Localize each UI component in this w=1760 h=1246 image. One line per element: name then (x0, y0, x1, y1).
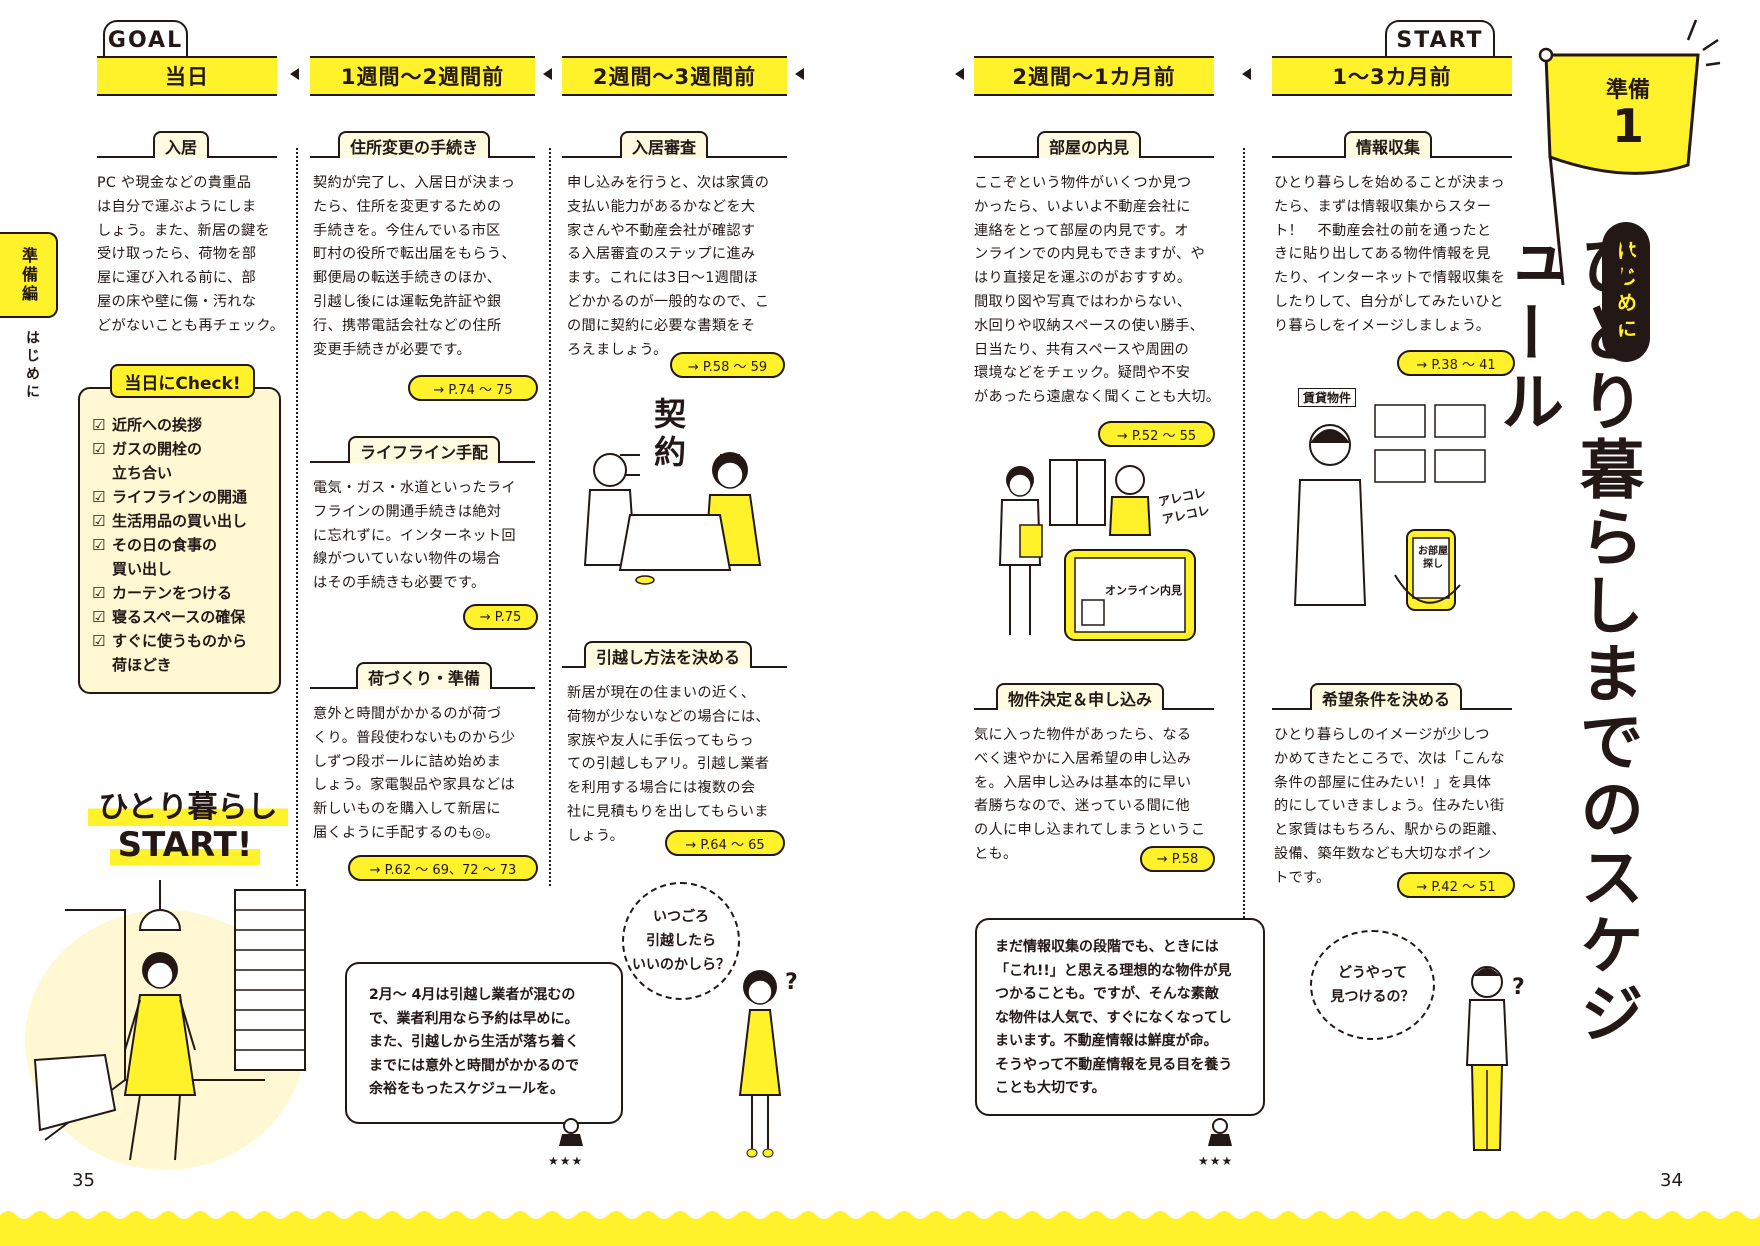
header-2-3-weeks: 2週間～3週間前 (562, 56, 787, 96)
arrow-left-icon (290, 68, 299, 80)
section-body-nyukyo: PC や現金などの貴重品 は自分で運ぶようにしま しょう。また、新居の鍵を 受け… (97, 175, 285, 334)
online-viewing-label: オンライン内見 (1105, 584, 1182, 597)
man-question-illustration (1465, 966, 1509, 1151)
section-title-shinsa: 入居審査 (620, 131, 709, 158)
arrow-left-icon (543, 68, 552, 80)
flag-number: 1 (1611, 99, 1644, 153)
section-body-jusho: 契約が完了し、入居日が決まっ たら、住所を変更するための 手続きを。今住んでいる… (313, 175, 516, 358)
flag-icon (1538, 19, 1721, 286)
checklist-item: ライフラインの開通 (92, 485, 279, 509)
section-title-kibou: 希望条件を決める (1310, 683, 1463, 710)
page-ref-hikkoshi[interactable]: → P.64 ～ 65 (665, 830, 785, 856)
column-divider (549, 148, 551, 886)
section-title-hikkoshi: 引越し方法を決める (584, 641, 753, 668)
page-number-left: 35 (72, 1170, 95, 1191)
page-ref-kibou[interactable]: → P.42 ～ 51 (1397, 872, 1515, 898)
contract-illustration (583, 452, 762, 585)
section-body-joho: ひとり暮らしを始めることが決まっ たら、まずは情報収集からスター ト！ 不動産会… (1274, 175, 1506, 334)
section-body-naiken: ここぞという物件がいくつか見つ かったら、いよいよ不動産会社に 連絡をとって部屋… (974, 175, 1221, 406)
arrow-left-icon (795, 68, 804, 80)
thought-bubble-right: どうやって 見つけるの？ (1310, 930, 1435, 1040)
page-ref-shinsa[interactable]: → P.58 ～ 59 (670, 352, 785, 378)
advisor-icon (1208, 1118, 1232, 1146)
start-label-line1: ひとり暮らし (88, 782, 288, 826)
goal-tab: GOAL (103, 20, 188, 58)
section-body-lifeline: 電気・ガス・水道といったライ フラインの開通手続きは絶対 に忘れずに。インターネ… (313, 480, 516, 592)
checklist-item: 寝るスペースの確保 (92, 605, 279, 629)
section-title-nyukyo: 入居 (153, 131, 210, 158)
question-mark-icon: ? (785, 970, 798, 995)
section-body-hikkoshi: 新居が現在の住まいの近く、 荷物が少ないなどの場合には、 家族や友人に手伝っても… (567, 685, 770, 844)
page-ref-kettei[interactable]: → P.58 (1140, 846, 1215, 872)
checklist-items: 近所への挨拶 ガスの開栓の 立ち合い ライフラインの開通 生活用品の買い出し そ… (80, 389, 279, 677)
section-body-kettei: 気に入った物件があったら、なる べく速やかに入居希望の申し込み を。入居申し込み… (974, 727, 1206, 862)
page-title: ひとり暮らしまでのスケジュール (1489, 232, 1643, 1048)
checklist-item: ガスの開栓の 立ち合い (92, 437, 279, 485)
search-label: お部屋 探し (1418, 546, 1448, 570)
side-tab-label: 準備編 (19, 246, 38, 304)
intro-badge: はじめに (1602, 222, 1650, 362)
header-day-of: 当日 (97, 56, 277, 96)
viewing-illustration (998, 459, 1196, 641)
section-body-kibou: ひとり暮らしのイメージが少しつ かめてきたところで、次は「こんな 条件の部屋に住… (1274, 727, 1506, 886)
side-tab-sub: はじめに (24, 330, 40, 402)
advice-bubble-right: まだ情報収集の段階でも、ときには 「これ!!」と思える理想的な物件が見 つかるこ… (975, 918, 1265, 1116)
checklist-title: 当日にCheck! (110, 364, 255, 398)
section-body-shinsa: 申し込みを行うと、次は家賃の 支払い能力があるかなどを大 家さんや不動産会社が確… (567, 175, 770, 358)
day-of-checklist: 近所への挨拶 ガスの開栓の 立ち合い ライフラインの開通 生活用品の買い出し そ… (78, 387, 281, 694)
page-ref-naiken[interactable]: → P.52 ～ 55 (1098, 421, 1215, 447)
research-illustration (1293, 404, 1486, 611)
page-ref-joho[interactable]: → P.38 ～ 41 (1397, 350, 1515, 376)
side-tab: 準備編 (0, 232, 58, 318)
room-illustration (25, 880, 306, 1170)
section-title-kettei: 物件決定＆申し込み (996, 683, 1165, 710)
page-ref-nizukuri[interactable]: → P.62 ～ 69、72 ～ 73 (348, 855, 538, 881)
checklist-item: すぐに使うものから 荷ほどき (92, 629, 279, 677)
column-divider (1243, 148, 1245, 918)
header-2w-1m: 2週間～1カ月前 (974, 56, 1214, 96)
page-ref-lifeline[interactable]: → P.75 (463, 604, 538, 630)
section-title-nizukuri: 荷づくり・準備 (356, 662, 493, 689)
checklist-item: 生活用品の買い出し (92, 509, 279, 533)
stars-right: ★★★ (1198, 1154, 1234, 1168)
start-tab: START (1385, 20, 1495, 58)
contract-label: 契 約 (653, 395, 686, 471)
column-divider (296, 148, 298, 886)
section-title-jusho: 住所変更の手続き (338, 131, 491, 158)
header-1-2-weeks: 1週間～2週間前 (310, 56, 535, 96)
header-1-3-months: 1～3カ月前 (1272, 56, 1512, 96)
flag-label: 準備 (1605, 78, 1650, 103)
checklist-item: カーテンをつける (92, 581, 279, 605)
section-title-naiken: 部屋の内見 (1037, 131, 1142, 158)
start-label-line2: START! (110, 825, 260, 865)
advice-bubble-left: 2月～ 4月は引越し業者が混むの で、業者利用なら予約は早めに。 また、引越しか… (345, 962, 623, 1124)
arrow-left-icon (1242, 68, 1251, 80)
page-number-right: 34 (1660, 1170, 1683, 1191)
thought-bubble-left: いつごろ 引越したら いいのかしら？ (622, 882, 740, 1000)
section-title-lifeline: ライフライン手配 (348, 436, 501, 463)
section-title-joho: 情報収集 (1344, 131, 1433, 158)
stars-left: ★★★ (548, 1154, 584, 1168)
bottom-wave-band (0, 1211, 1760, 1246)
checklist-item: 近所への挨拶 (92, 413, 279, 437)
checklist-item: その日の食事の 買い出し (92, 533, 279, 581)
woman-question-illustration (738, 970, 782, 1158)
chintai-label: 賃貸物件 (1298, 388, 1357, 407)
question-mark-icon: ? (1512, 975, 1525, 1000)
arrow-left-icon (955, 68, 964, 80)
section-body-nizukuri: 意外と時間がかかるのが荷づ くり。普段使わないものから少 しずつ段ボールに詰め始… (313, 706, 516, 841)
page-ref-jusho[interactable]: → P.74 ～ 75 (408, 375, 538, 401)
advisor-icon (559, 1118, 583, 1146)
